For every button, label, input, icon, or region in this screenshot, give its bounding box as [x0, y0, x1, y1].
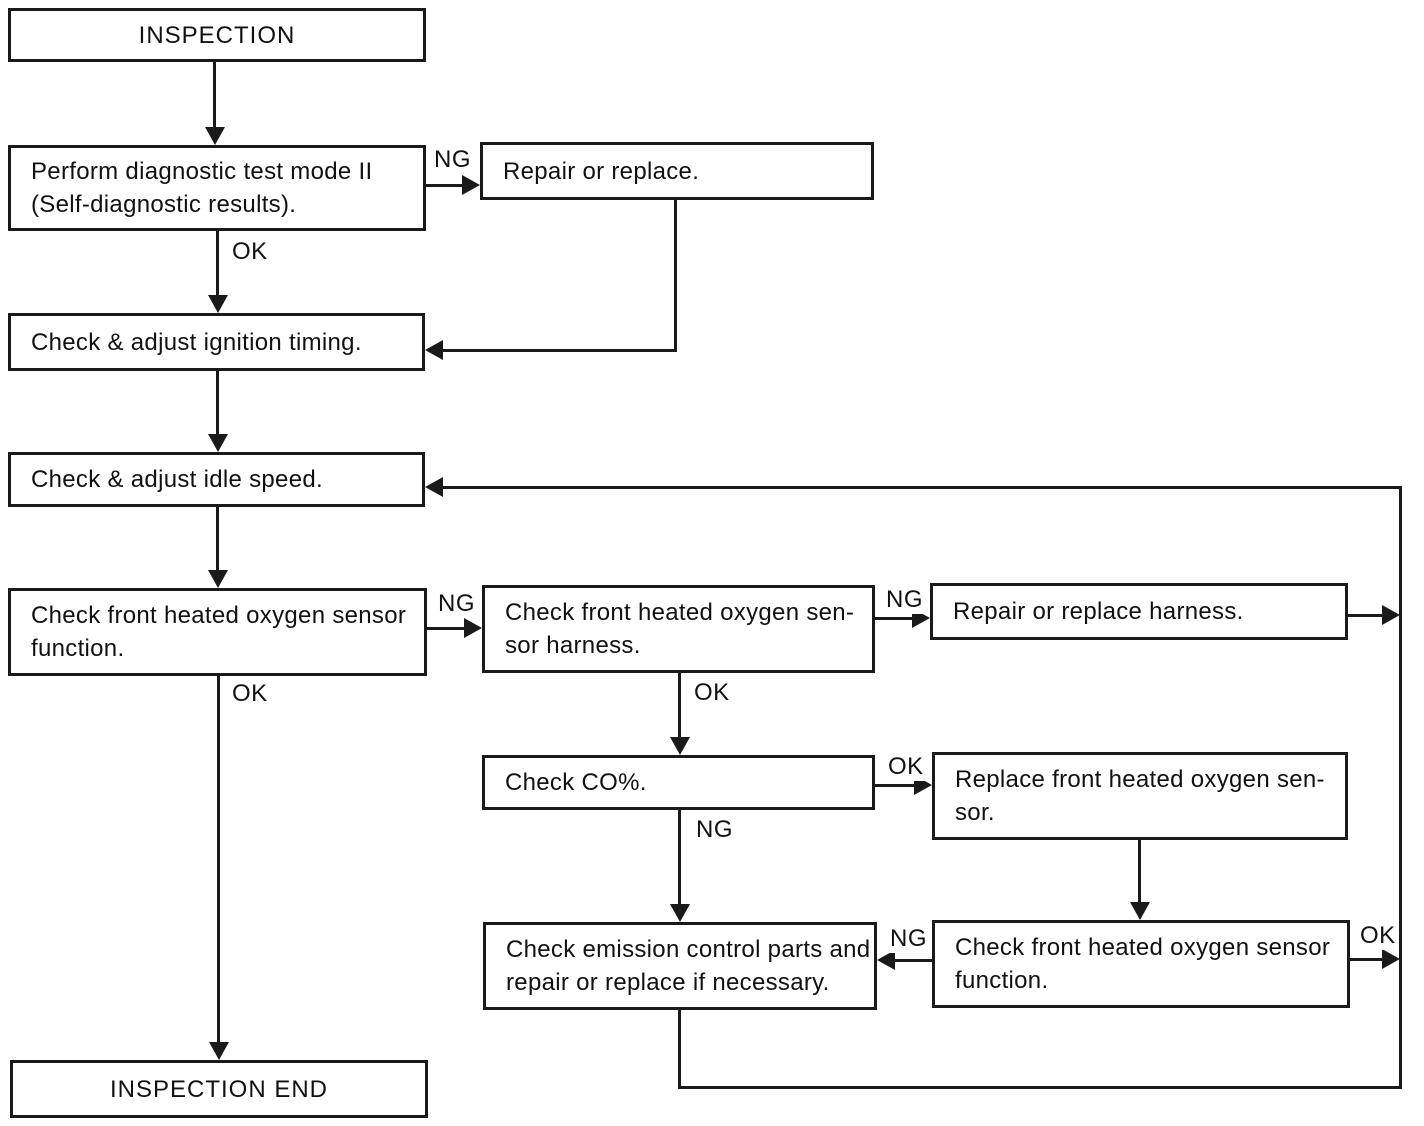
connector-repair-down: [674, 200, 677, 352]
arrow-down-icon: [209, 1042, 229, 1060]
connector-o2fn1-ok-to-end: [217, 676, 220, 1048]
node-label: Repair or replace.: [503, 157, 700, 185]
node-label: Check CO%.: [505, 769, 647, 796]
connector-right-feedback-vertical: [1399, 486, 1402, 1089]
connector-harness-ok-to-co: [678, 673, 681, 743]
node-diagnostic-test-mode: Perform diagnostic test mode II (Self-di…: [8, 145, 426, 231]
edge-label-co-ok: OK: [886, 753, 926, 781]
edge-label-diag-ng: NG: [432, 146, 473, 174]
edge-label-o2fn1-ok: OK: [230, 680, 270, 708]
node-inspection: INSPECTION: [8, 8, 426, 62]
node-label: Check front heated oxygen sen-: [505, 599, 855, 626]
node-inspection-end: INSPECTION END: [10, 1060, 428, 1118]
arrow-right-icon: [462, 175, 480, 195]
arrow-right-icon: [1382, 949, 1400, 969]
node-label: sor harness.: [505, 632, 641, 659]
node-label: function.: [31, 635, 125, 662]
connector-replace-sensor-down: [1138, 840, 1141, 908]
node-check-co: Check CO%.: [482, 755, 875, 810]
arrow-left-icon: [425, 477, 443, 497]
edge-label-harness-ok: OK: [692, 679, 732, 707]
arrow-down-icon: [205, 127, 225, 145]
edge-label-harness-ng: NG: [884, 586, 925, 614]
arrow-left-icon: [425, 340, 443, 360]
connector-co-ng-down: [678, 810, 681, 910]
node-label: repair or replace if necessary.: [506, 969, 830, 996]
connector-bottom-feedback: [678, 1086, 1402, 1089]
node-label: Repair or replace harness.: [953, 598, 1244, 625]
connector-repair-to-ignition: [432, 349, 677, 352]
connector-o2fn2-ng: [884, 959, 932, 962]
node-label: Check front heated oxygen sensor: [31, 602, 407, 629]
connector-harness-ng: [875, 617, 917, 620]
node-o2-sensor-function-1: Check front heated oxygen sensor functio…: [8, 588, 427, 676]
connector-idle-to-o2fn1: [216, 507, 219, 575]
node-label: Perform diagnostic test mode II: [31, 158, 373, 185]
node-repair-harness: Repair or replace harness.: [930, 583, 1348, 640]
connector-ignition-to-idle: [216, 370, 219, 439]
arrow-right-icon: [1382, 605, 1400, 625]
edge-label-co-ng: NG: [694, 816, 735, 844]
arrow-right-icon: [464, 618, 482, 638]
node-ignition-timing: Check & adjust ignition timing.: [8, 313, 425, 371]
connector-emission-down: [678, 1010, 681, 1089]
node-label: sor.: [955, 799, 995, 826]
arrow-down-icon: [208, 434, 228, 452]
connector-diag-ok-to-ignition: [216, 230, 219, 300]
node-replace-o2-sensor: Replace front heated oxygen sen- sor.: [932, 752, 1348, 840]
node-idle-speed: Check & adjust idle speed.: [8, 452, 425, 507]
node-label: Replace front heated oxygen sen-: [955, 766, 1325, 793]
node-label: Check & adjust idle speed.: [31, 466, 323, 493]
node-repair-or-replace: Repair or replace.: [480, 142, 874, 200]
connector-repair-harness-out: [1348, 614, 1388, 617]
arrow-down-icon: [208, 570, 228, 588]
arrow-down-icon: [208, 295, 228, 313]
connector-co-ok: [875, 784, 919, 787]
node-label: function.: [955, 967, 1049, 994]
node-label: Check emission control parts and: [506, 936, 871, 963]
connector-feedback-to-idle: [432, 486, 1402, 489]
connector-diag-ng: [425, 184, 467, 187]
node-label: INSPECTION END: [109, 1075, 329, 1103]
edge-label-o2fn2-ok: OK: [1358, 922, 1398, 950]
edge-label-o2fn1-ng: NG: [436, 590, 477, 618]
node-label: Check front heated oxygen sensor: [955, 934, 1331, 961]
connector-inspection-to-diag: [213, 62, 216, 132]
arrow-down-icon: [1130, 902, 1150, 920]
node-label: (Self-diagnostic results).: [31, 191, 297, 218]
node-label: INSPECTION: [138, 21, 296, 49]
arrow-down-icon: [670, 904, 690, 922]
connector-o2fn1-ng: [427, 627, 469, 630]
node-o2-sensor-function-2: Check front heated oxygen sensor functio…: [932, 920, 1350, 1008]
arrow-down-icon: [670, 737, 690, 755]
edge-label-diag-ok: OK: [230, 238, 270, 266]
node-emission-control-parts: Check emission control parts and repair …: [483, 922, 877, 1010]
node-label: Check & adjust ignition timing.: [31, 328, 362, 356]
edge-label-o2fn2-ng: NG: [888, 925, 929, 953]
arrow-left-icon: [877, 950, 895, 970]
node-o2-sensor-harness: Check front heated oxygen sen- sor harne…: [482, 585, 875, 673]
connector-o2fn2-ok: [1350, 958, 1388, 961]
